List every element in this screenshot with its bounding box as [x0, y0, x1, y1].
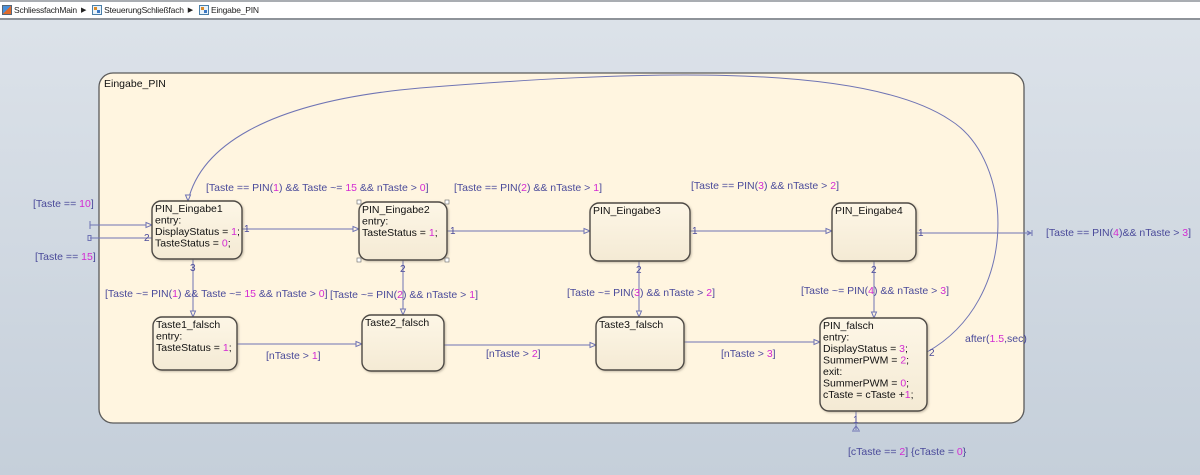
arrowhead-icon: [184, 194, 192, 203]
state-name: Taste2_falsch: [365, 317, 429, 329]
state-name: PIN_Eingabe4: [835, 205, 903, 217]
superstate-title: Eingabe_PIN: [104, 78, 166, 90]
state-box[interactable]: [361, 314, 445, 372]
transition-order-number: 1: [853, 415, 859, 426]
breadcrumb-label: Eingabe_PIN: [210, 5, 259, 15]
selection-handle[interactable]: [356, 257, 362, 263]
window-top-border: [0, 0, 1200, 2]
state-action-line: DisplayStatus = 3;: [823, 343, 908, 355]
chart-icon: [92, 5, 103, 15]
breadcrumb-separator-icon: ▶: [187, 7, 193, 14]
transition-order-number: 2: [636, 265, 642, 276]
arrowhead-icon: [589, 341, 598, 349]
transition-label-t1-to-t2: [nTaste > 1]: [266, 350, 321, 362]
arrowhead-icon: [583, 227, 592, 235]
breadcrumb: SchliessfachMain ▶ SteuerungSchließfach …: [0, 2, 1200, 20]
transition-falsch-after[interactable]: [187, 74, 999, 353]
breadcrumb-label: SchliessfachMain: [14, 5, 77, 15]
state-box[interactable]: [152, 316, 238, 371]
transition-label-e3-to-e4: [Taste == PIN(3) && nTaste > 2]: [691, 180, 839, 192]
state-pin-eingabe3[interactable]: PIN_Eingabe3: [589, 202, 691, 262]
state-box[interactable]: [831, 202, 917, 262]
state-pin-eingabe4[interactable]: PIN_Eingabe4: [831, 202, 917, 262]
state-box[interactable]: [595, 316, 685, 371]
transition-label-falsch-after: after(1.5,sec): [965, 333, 1027, 345]
transition-order-number: 1: [692, 226, 698, 237]
transition-order-number: 2: [929, 348, 935, 359]
arrowhead-icon: [189, 310, 197, 319]
state-name: Taste1_falsch: [156, 319, 220, 331]
exit-port-icon: [1026, 230, 1033, 236]
state-action-line: entry:: [823, 332, 849, 344]
transition-label-entry-taste15: [Taste == 15]: [35, 251, 96, 263]
state-action-line: TasteStatus = 0;: [155, 238, 231, 250]
state-name: PIN_Eingabe2: [362, 204, 430, 216]
breadcrumb-item-schliessfachmain[interactable]: SchliessfachMain: [2, 5, 77, 15]
selection-handle[interactable]: [444, 257, 450, 263]
arrowhead-icon: [635, 310, 643, 319]
state-name: PIN_Eingabe1: [155, 203, 223, 215]
state-box[interactable]: [358, 201, 448, 261]
transition-label-falsch-exit: [cTaste == 2] {cTaste = 0}: [848, 446, 967, 458]
state-action-line: SummerPWM = 0;: [823, 378, 909, 390]
transition-label-t3-to-falsch: [nTaste > 3]: [721, 348, 776, 360]
superstate-box[interactable]: [98, 72, 1025, 424]
state-action-line: SummerPWM = 2;: [823, 355, 909, 367]
state-taste3-falsch[interactable]: Taste3_falsch: [595, 316, 685, 371]
transition-order-number: 2: [144, 233, 150, 244]
transition-label-e1-to-e2: [Taste == PIN(1) && Taste ~= 15 && nTast…: [206, 182, 429, 194]
state-action-line: DisplayStatus = 1;: [155, 226, 240, 238]
state-action-line: TasteStatus = 1;: [362, 227, 438, 239]
state-action-line: cTaste = cTaste +1;: [823, 389, 913, 401]
transition-label-entry-taste10: [Taste == 10]: [33, 198, 94, 210]
arrowhead-icon: [825, 227, 834, 235]
breadcrumb-item-eingabe-pin[interactable]: Eingabe_PIN: [198, 5, 259, 15]
transition-label-e4-exit: [Taste == PIN(4)&& nTaste > 3]: [1046, 227, 1191, 239]
transition-label-t2-to-t3: [nTaste > 2]: [486, 348, 541, 360]
transition-order-number: 2: [871, 265, 877, 276]
arrowhead-icon: [399, 308, 407, 317]
exit-port-icon: [852, 425, 860, 431]
state-action-line: entry:: [155, 215, 181, 227]
state-box[interactable]: [819, 317, 928, 412]
arrowhead-icon: [145, 221, 154, 229]
superstate-eingabe-pin[interactable]: Eingabe_PIN: [98, 72, 1025, 424]
chart-icon: [198, 5, 209, 15]
transition-label-e1-to-t1: [Taste ~= PIN(1) && Taste ~= 15 && nTast…: [105, 288, 328, 300]
breadcrumb-label: SteuerungSchließfach: [104, 5, 184, 15]
breadcrumb-item-steuerung[interactable]: SteuerungSchließfach: [92, 5, 184, 15]
junction-icon: [87, 235, 92, 241]
arrowhead-icon: [352, 225, 361, 233]
transition-label-e2-to-e3: [Taste == PIN(2) && nTaste > 1]: [454, 182, 602, 194]
state-box[interactable]: [151, 200, 243, 260]
state-name: Taste3_falsch: [599, 319, 663, 331]
transition-label-e2-to-t2: [Taste ~= PIN(2) && nTaste > 1]: [330, 289, 478, 301]
state-action-line: exit:: [823, 366, 842, 378]
transition-order-number: 2: [400, 264, 406, 275]
selection-handle[interactable]: [356, 199, 362, 205]
state-taste2-falsch[interactable]: Taste2_falsch: [361, 314, 445, 372]
state-name: PIN_falsch: [823, 320, 874, 332]
transition-label-e4-to-falsch: [Taste ~= PIN(4) && nTaste > 3]: [801, 285, 949, 297]
state-action-line: entry:: [362, 216, 388, 228]
arrowhead-icon: [813, 338, 822, 346]
state-action-line: entry:: [156, 331, 182, 343]
transition-order-number: 1: [918, 228, 924, 239]
arrowhead-icon: [355, 340, 364, 348]
model-icon: [2, 5, 12, 15]
transition-label-e3-to-t3: [Taste ~= PIN(3) && nTaste > 2]: [567, 287, 715, 299]
transition-order-number: 1: [450, 226, 456, 237]
arrowhead-icon: [870, 311, 878, 320]
transition-order-number: 1: [244, 224, 250, 235]
state-action-line: TasteStatus = 1;: [156, 342, 232, 354]
selection-handle[interactable]: [444, 199, 450, 205]
transition-order-number: 3: [190, 263, 196, 274]
breadcrumb-separator-icon: ▶: [80, 7, 87, 14]
state-name: PIN_Eingabe3: [593, 205, 661, 217]
state-box[interactable]: [589, 202, 691, 262]
